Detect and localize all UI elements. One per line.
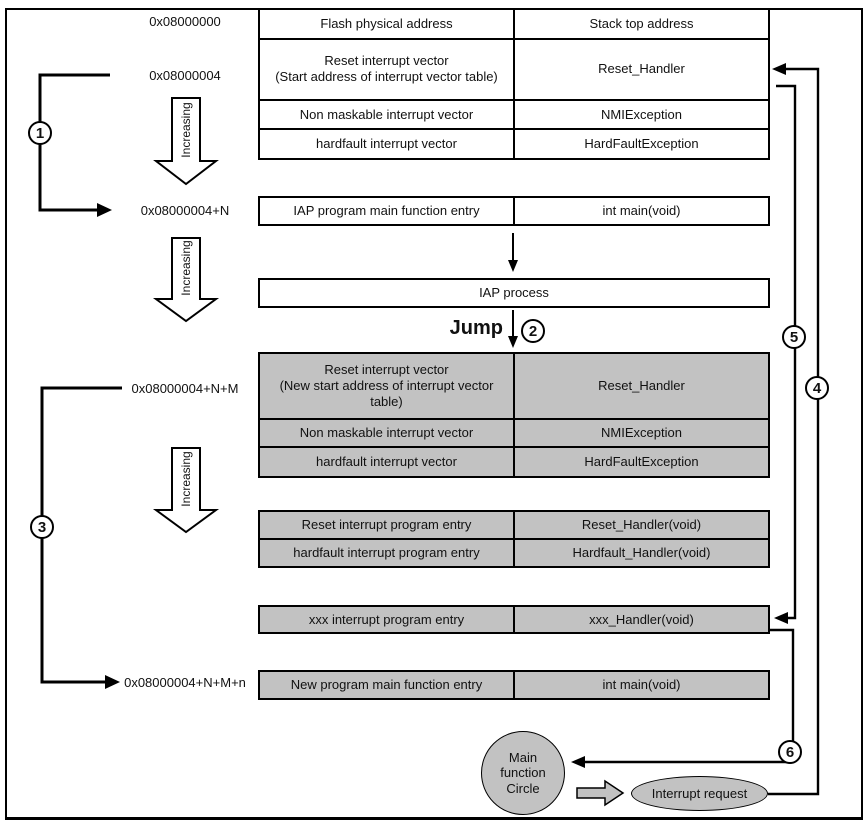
table-row: hardfault interrupt vector HardFaultExce… <box>260 446 768 476</box>
new-vector-table: Reset interrupt vector (New start addres… <box>258 352 770 478</box>
row-label: Non maskable interrupt vector <box>260 100 515 129</box>
row-value: NMIException <box>601 425 682 441</box>
initial-vector-table: Flash physical address Stack top address… <box>258 8 770 160</box>
table-row: Flash physical address Stack top address <box>260 10 768 38</box>
row-value: Stack top address <box>589 15 694 31</box>
table-row: Reset interrupt vector (New start addres… <box>260 354 768 418</box>
row-label: Reset interrupt program entry <box>260 512 515 538</box>
arrow-jump-head <box>508 336 518 348</box>
step-badge-4: 4 <box>805 376 829 400</box>
bracket-step3-line <box>40 386 122 684</box>
step-badge-5: 5 <box>782 325 806 349</box>
bracket-step1-line <box>38 73 110 212</box>
row-value: Hardfault_Handler(void) <box>572 545 711 561</box>
line-step5-arrowhead <box>774 612 788 624</box>
row-value: xxx_Handler(void) <box>589 611 694 627</box>
interrupt-request-ellipse: Interrupt request <box>631 776 768 811</box>
address-new-vector-start: 0x08000004+N+M <box>131 381 239 396</box>
new-main-entry-row: New program main function entry int main… <box>258 670 770 700</box>
bracket-step1-arrowhead <box>97 203 112 217</box>
row-label: Reset interrupt vector (New start addres… <box>260 354 515 418</box>
main-function-circle: Main function Circle <box>481 731 565 815</box>
step-badge-3: 3 <box>30 515 54 539</box>
line-step4-arrowhead <box>772 63 786 75</box>
row-value: Reset_Handler(void) <box>581 517 702 533</box>
xxx-interrupt-row: xxx interrupt program entry xxx_Handler(… <box>258 605 770 634</box>
table-row: xxx interrupt program entry xxx_Handler(… <box>260 607 768 632</box>
step-badge-2: 2 <box>521 319 545 343</box>
table-row: New program main function entry int main… <box>260 672 768 698</box>
line-step6 <box>585 628 795 764</box>
row-value: int main(void) <box>602 677 681 693</box>
increasing-block-arrow-2 <box>152 237 220 323</box>
address-iap-main-entry: 0x08000004+N <box>140 203 230 218</box>
row-label: hardfault interrupt program entry <box>260 540 515 566</box>
iap-process-label: IAP process <box>479 285 549 301</box>
row-label: Flash physical address <box>260 10 515 38</box>
row-label: IAP program main function entry <box>260 198 515 224</box>
table-row: hardfault interrupt program entry Hardfa… <box>260 538 768 566</box>
address-new-main-entry: 0x08000004+N+M+n <box>124 675 246 690</box>
line-step6-arrowhead <box>571 756 585 768</box>
address-vector-start: 0x08000004 <box>149 68 221 83</box>
row-label: xxx interrupt program entry <box>260 607 515 632</box>
table-row: Non maskable interrupt vector NMIExcepti… <box>260 418 768 446</box>
row-value: HardFaultException <box>584 136 699 152</box>
increasing-block-arrow-3 <box>152 447 220 534</box>
line-step5 <box>776 84 797 620</box>
bracket-step3-arrowhead <box>105 675 120 689</box>
row-label: hardfault interrupt vector <box>260 130 515 158</box>
line-step4 <box>768 67 820 796</box>
step-badge-1: 1 <box>28 121 52 145</box>
table-row: hardfault interrupt vector HardFaultExce… <box>260 128 768 158</box>
program-entry-table: Reset interrupt program entry Reset_Hand… <box>258 510 770 568</box>
row-value: int main(void) <box>602 203 681 219</box>
row-value: Reset_Handler <box>598 378 685 394</box>
row-label: hardfault interrupt vector <box>260 448 515 476</box>
step-badge-6: 6 <box>778 740 802 764</box>
increasing-label-1: Increasing <box>179 102 193 158</box>
row-value: Reset_Handler <box>598 61 685 77</box>
row-label: Reset interrupt vector (Start address of… <box>260 39 515 99</box>
address-flash-base: 0x08000000 <box>149 14 221 29</box>
increasing-label-3: Increasing <box>179 451 193 507</box>
increasing-label-2: Increasing <box>179 240 193 296</box>
iap-process-box: IAP process <box>258 278 770 308</box>
iap-entry-row: IAP program main function entry int main… <box>258 196 770 226</box>
increasing-block-arrow-1 <box>153 97 219 186</box>
circle-to-interrupt-block-arrow <box>576 779 625 807</box>
table-row: Non maskable interrupt vector NMIExcepti… <box>260 98 768 129</box>
jump-label: Jump <box>449 317 503 339</box>
row-value: HardFaultException <box>584 454 699 470</box>
row-label: New program main function entry <box>260 672 515 698</box>
row-label: Non maskable interrupt vector <box>260 420 515 446</box>
arrow-main-to-iap-head <box>508 260 518 272</box>
table-row: Reset interrupt vector (Start address of… <box>260 37 768 99</box>
table-row: IAP process <box>260 280 768 306</box>
table-row: Reset interrupt program entry Reset_Hand… <box>260 512 768 538</box>
table-row: IAP program main function entry int main… <box>260 198 768 224</box>
row-value: NMIException <box>601 106 682 122</box>
